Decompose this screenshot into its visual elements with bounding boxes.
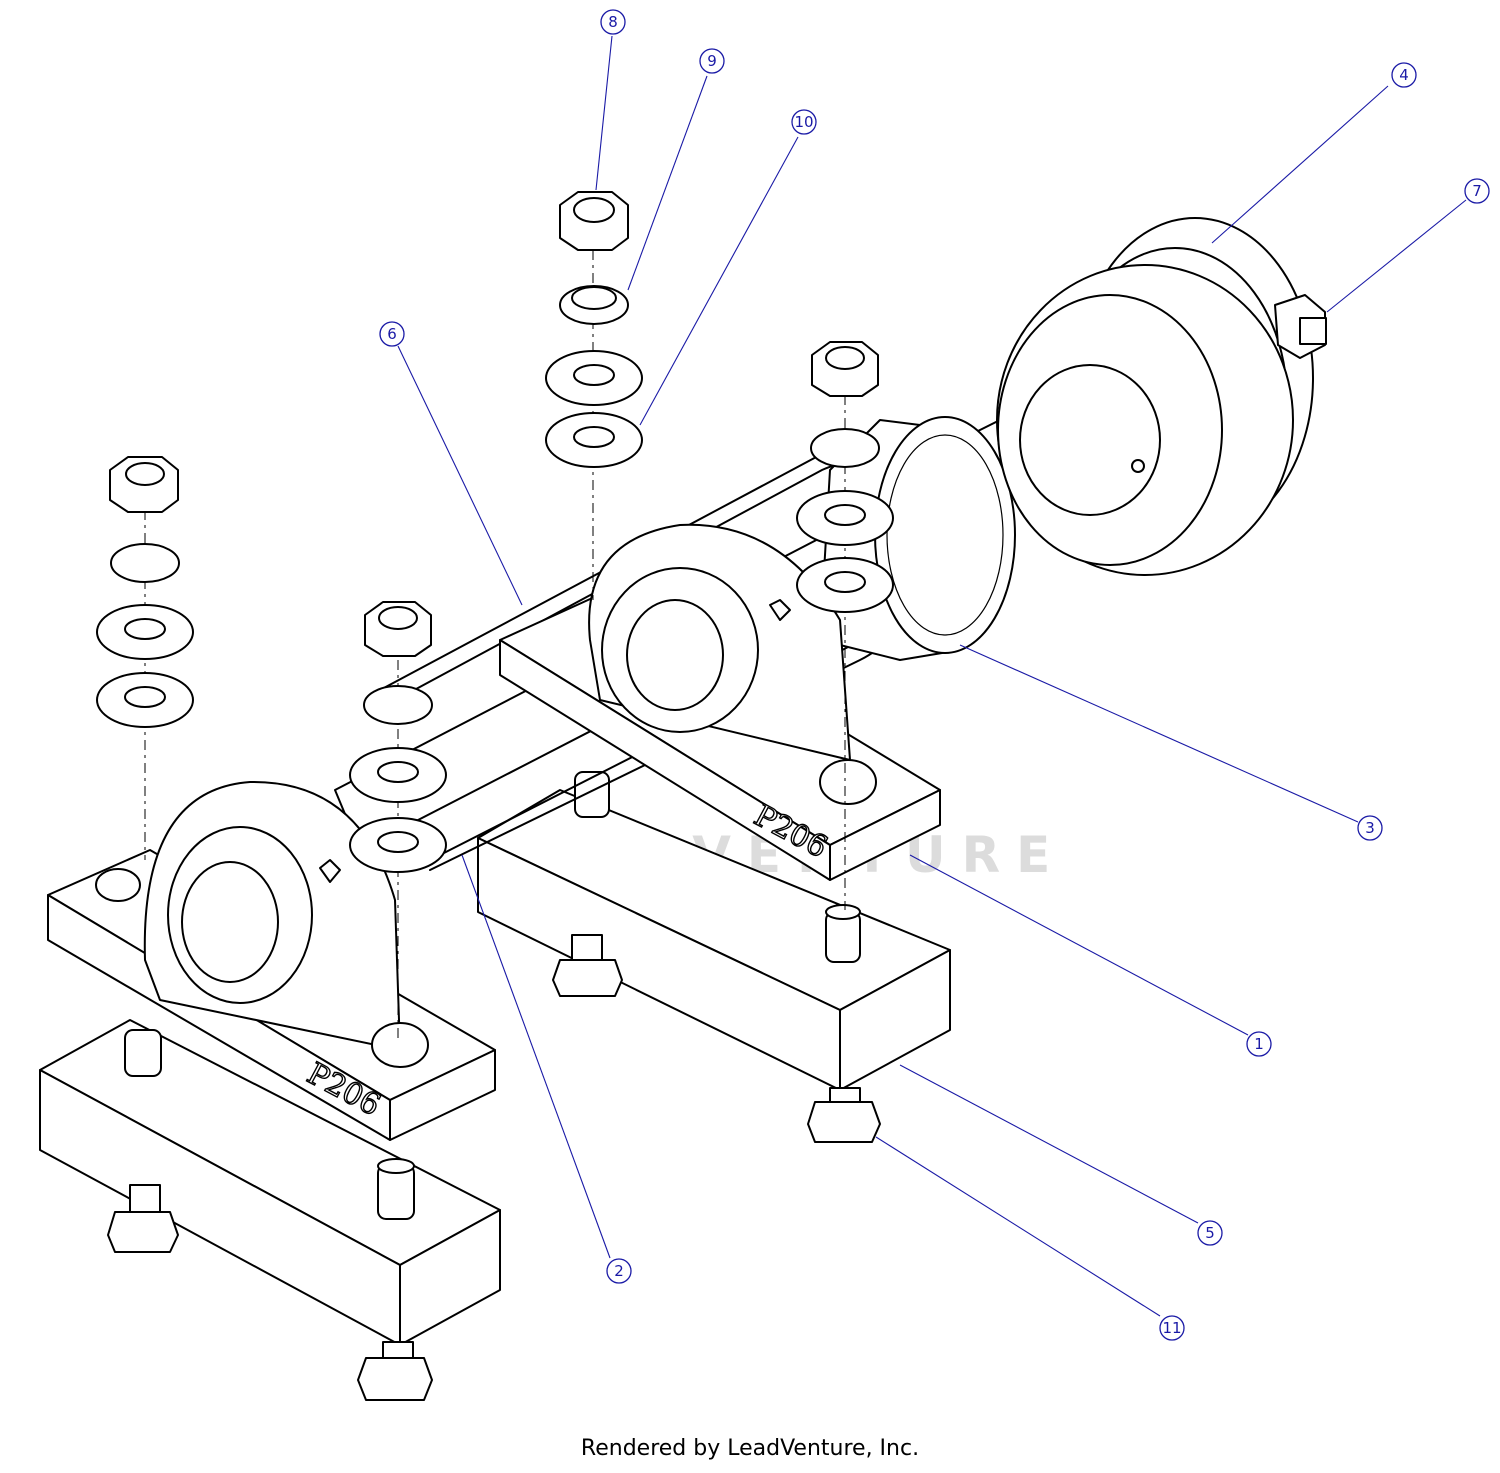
footer-credit: Rendered by LeadVenture, Inc. (580, 1436, 920, 1461)
svg-text:8: 8 (608, 13, 618, 31)
svg-text:5: 5 (1205, 1224, 1215, 1242)
callout-9: 9 (699, 48, 725, 74)
svg-text:10: 10 (794, 113, 813, 131)
svg-text:3: 3 (1365, 819, 1375, 837)
svg-text:6: 6 (387, 325, 397, 343)
callout-7: 7 (1464, 178, 1490, 204)
callout-5: 5 (1197, 1220, 1223, 1246)
callout-1: 1 (1246, 1031, 1272, 1057)
support-bar-right (477, 771, 951, 1143)
svg-text:7: 7 (1472, 182, 1482, 200)
fastener-stack-right (796, 341, 894, 910)
callout-10: 10 (791, 109, 817, 135)
svg-text:9: 9 (707, 52, 717, 70)
callout-3: 3 (1357, 815, 1383, 841)
svg-text:4: 4 (1399, 66, 1409, 84)
callout-4: 4 (1391, 62, 1417, 88)
callout-6: 6 (379, 321, 405, 347)
support-bar-left (39, 1019, 501, 1401)
svg-text:1: 1 (1254, 1035, 1264, 1053)
fastener-stack-middle (349, 601, 447, 1040)
fastener-stack-top (545, 191, 643, 600)
leader-lines (397, 35, 1467, 1317)
callout-2: 2 (606, 1258, 632, 1284)
callout-11: 11 (1159, 1315, 1185, 1341)
callout-8: 8 (600, 9, 626, 35)
pulley (996, 217, 1327, 576)
svg-text:11: 11 (1162, 1319, 1181, 1337)
pillow-block-left: P206 (47, 780, 496, 1141)
fastener-stack-left (96, 456, 194, 860)
pillow-block-right: P206 (499, 523, 941, 881)
svg-text:2: 2 (614, 1262, 624, 1280)
